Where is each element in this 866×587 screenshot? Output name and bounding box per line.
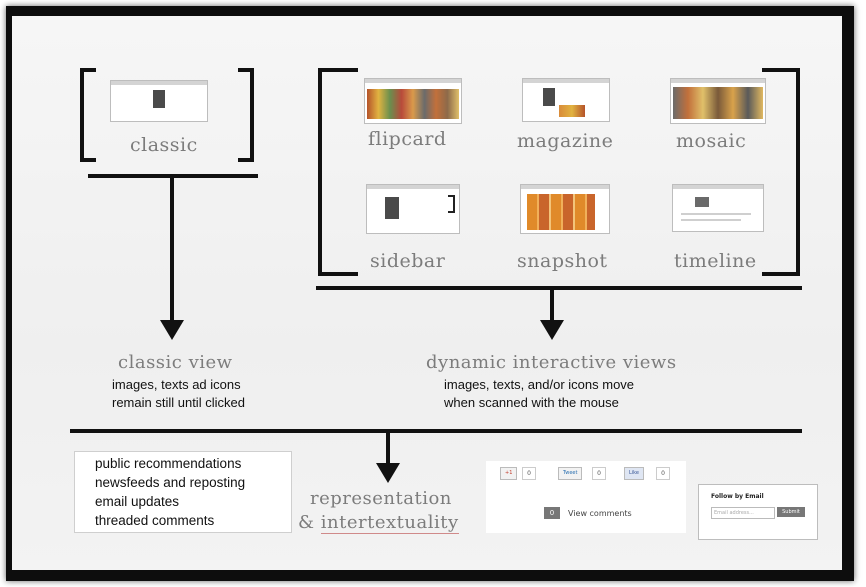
classic-view-title: classic view — [118, 352, 233, 373]
classic-arrow-head — [160, 320, 184, 340]
mosaic-thumbnail — [670, 78, 766, 124]
social-widget: +1 0 Tweet 0 Like 0 0 View comments — [486, 461, 686, 533]
classic-view-desc-line2: remain still until clicked — [112, 395, 245, 410]
result-line1: representation — [310, 488, 452, 509]
gplus-count: 0 — [522, 467, 536, 480]
dynamic-arrow-shaft — [550, 288, 554, 324]
view-label-mosaic: mosaic — [676, 130, 747, 152]
features-list: public recommendations newsfeeds and rep… — [74, 451, 292, 533]
dynamic-rule — [316, 286, 802, 290]
dynamic-views-desc-line1: images, texts, and/or icons move — [444, 377, 635, 392]
view-label-snapshot: snapshot — [517, 250, 608, 272]
slide-panel: classic flipcard magazine mosaic sidebar… — [12, 16, 842, 570]
classic-bracket-right — [238, 68, 254, 162]
feature-item: email updates — [95, 494, 180, 509]
like-count: 0 — [656, 467, 670, 480]
classic-view-desc-line1: images, texts ad icons — [112, 377, 241, 392]
classic-bracket-left — [80, 68, 96, 162]
classic-arrow-shaft — [170, 176, 174, 324]
classic-view-desc: images, texts ad icons remain still unti… — [112, 376, 245, 412]
view-comments-link[interactable]: View comments — [568, 509, 632, 518]
bottom-arrow-shaft — [386, 431, 390, 467]
view-label-magazine: magazine — [517, 130, 614, 152]
submit-button[interactable]: Submit — [777, 507, 805, 517]
timeline-thumbnail — [672, 184, 764, 232]
magazine-thumbnail — [522, 78, 610, 122]
bottom-arrow-head — [376, 463, 400, 483]
tweet-button[interactable]: Tweet — [558, 467, 583, 480]
gplus-button[interactable]: +1 — [500, 467, 518, 480]
comments-count-badge: 0 — [544, 507, 560, 519]
classic-thumbnail — [110, 80, 208, 122]
follow-widget-title: Follow by Email — [711, 493, 764, 500]
tweet-count: 0 — [592, 467, 606, 480]
dynamic-views-title: dynamic interactive views — [426, 352, 677, 373]
follow-by-email-widget: Follow by Email Email address... Submit — [698, 484, 818, 540]
result-ampersand: & — [298, 512, 315, 533]
view-label-sidebar: sidebar — [370, 250, 446, 272]
flipcard-thumbnail — [364, 78, 462, 124]
sidebar-thumbnail — [366, 184, 460, 234]
feature-item: newsfeeds and reposting — [95, 475, 246, 490]
dynamic-bracket-left — [318, 68, 358, 276]
bottom-rule — [70, 429, 802, 433]
email-input[interactable]: Email address... — [711, 507, 775, 519]
feature-item: threaded comments — [95, 513, 215, 528]
dynamic-views-desc-line2: when scanned with the mouse — [444, 395, 619, 410]
dynamic-arrow-head — [540, 320, 564, 340]
feature-item: public recommendations — [95, 456, 242, 471]
result-intertextuality: intertextuality — [320, 512, 459, 534]
view-label-classic: classic — [130, 134, 198, 156]
view-label-timeline: timeline — [674, 250, 757, 272]
dynamic-bracket-right — [762, 68, 800, 276]
snapshot-thumbnail — [520, 184, 610, 234]
view-label-flipcard: flipcard — [368, 128, 447, 150]
like-button[interactable]: Like — [624, 467, 644, 480]
dynamic-views-desc: images, texts, and/or icons move when sc… — [444, 376, 634, 412]
result-line2: & intertextuality — [298, 512, 459, 534]
